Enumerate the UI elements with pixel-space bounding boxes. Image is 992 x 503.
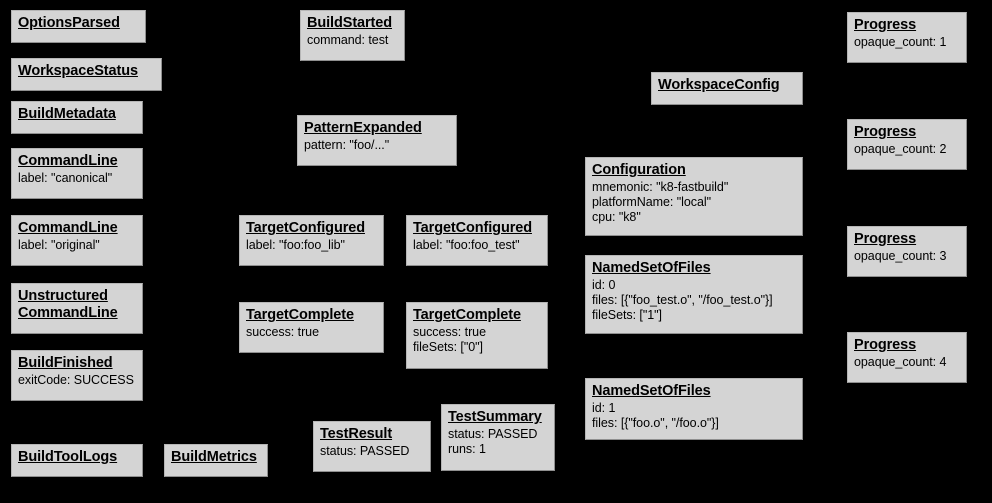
event-node-configuration[interactable]: Configuration mnemonic: "k8-fastbuild" pl… — [585, 157, 803, 236]
event-node-body: opaque_count: 3 — [854, 249, 947, 263]
event-node-title: Configuration — [592, 162, 686, 178]
event-node-title: Progress — [854, 17, 917, 33]
event-node-title: NamedSetOfFiles — [592, 383, 711, 399]
event-node-test-result[interactable]: TestResult status: PASSED — [313, 421, 431, 472]
event-node-title: TestResult — [320, 426, 393, 442]
event-node-title: NamedSetOfFiles — [592, 260, 711, 276]
event-node-title: Unstructured CommandLine — [18, 288, 118, 321]
event-node-progress-4[interactable]: Progress opaque_count: 4 — [847, 332, 967, 383]
event-node-title: TargetComplete — [413, 307, 521, 323]
event-node-title: BuildMetrics — [171, 449, 257, 465]
event-node-title: TargetComplete — [246, 307, 354, 323]
event-node-title: BuildFinished — [18, 355, 113, 371]
event-node-body: success: true fileSets: ["0"] — [413, 325, 486, 354]
event-node-title: OptionsParsed — [18, 15, 120, 31]
event-node-title: Progress — [854, 337, 917, 353]
event-node-build-metrics[interactable]: BuildMetrics — [164, 444, 268, 477]
event-node-body: opaque_count: 4 — [854, 355, 947, 369]
event-node-title: BuildStarted — [307, 15, 393, 31]
event-node-progress-1[interactable]: Progress opaque_count: 1 — [847, 12, 967, 63]
event-node-named-set-of-files-0[interactable]: NamedSetOfFiles id: 0 files: [{"foo_test.… — [585, 255, 803, 334]
event-node-build-started[interactable]: BuildStarted command: test — [300, 10, 405, 61]
event-node-command-line-original[interactable]: CommandLine label: "original" — [11, 215, 143, 266]
event-node-body: status: PASSED runs: 1 — [448, 427, 538, 456]
event-node-body: opaque_count: 1 — [854, 35, 947, 49]
event-node-title: Progress — [854, 231, 917, 247]
event-node-title: TestSummary — [448, 409, 542, 425]
event-node-title: WorkspaceConfig — [658, 77, 780, 93]
event-node-target-configured-lib[interactable]: TargetConfigured label: "foo:foo_lib" — [239, 215, 384, 266]
event-node-body: status: PASSED — [320, 444, 410, 458]
event-node-workspace-config[interactable]: WorkspaceConfig — [651, 72, 803, 105]
event-node-test-summary[interactable]: TestSummary status: PASSED runs: 1 — [441, 404, 555, 471]
event-node-build-finished[interactable]: BuildFinished exitCode: SUCCESS — [11, 350, 143, 401]
event-node-body: opaque_count: 2 — [854, 142, 947, 156]
event-node-body: success: true — [246, 325, 319, 339]
event-node-title: BuildMetadata — [18, 106, 116, 122]
event-node-workspace-status[interactable]: WorkspaceStatus — [11, 58, 162, 91]
event-node-command-line-canonical[interactable]: CommandLine label: "canonical" — [11, 148, 143, 199]
event-node-body: exitCode: SUCCESS — [18, 373, 134, 387]
event-node-title: WorkspaceStatus — [18, 63, 138, 79]
event-node-title: PatternExpanded — [304, 120, 422, 136]
event-node-title: TargetConfigured — [413, 220, 532, 236]
event-node-build-metadata[interactable]: BuildMetadata — [11, 101, 143, 134]
event-node-unstructured-command-line[interactable]: Unstructured CommandLine — [11, 283, 143, 334]
event-node-title: CommandLine — [18, 153, 118, 169]
event-node-target-configured-test[interactable]: TargetConfigured label: "foo:foo_test" — [406, 215, 548, 266]
event-node-body: id: 1 files: [{"foo.o", "/foo.o"}] — [592, 401, 719, 430]
event-node-title: BuildToolLogs — [18, 449, 118, 465]
event-node-named-set-of-files-1[interactable]: NamedSetOfFiles id: 1 files: [{"foo.o", "… — [585, 378, 803, 440]
event-node-body: label: "original" — [18, 238, 100, 252]
event-node-progress-3[interactable]: Progress opaque_count: 3 — [847, 226, 967, 277]
event-node-pattern-expanded[interactable]: PatternExpanded pattern: "foo/..." — [297, 115, 457, 166]
event-node-target-complete-lib[interactable]: TargetComplete success: true — [239, 302, 384, 353]
event-node-title: Progress — [854, 124, 917, 140]
event-node-title: CommandLine — [18, 220, 118, 236]
event-node-body: label: "foo:foo_lib" — [246, 238, 345, 252]
event-node-progress-2[interactable]: Progress opaque_count: 2 — [847, 119, 967, 170]
event-node-body: label: "canonical" — [18, 171, 113, 185]
event-node-body: command: test — [307, 33, 389, 47]
event-node-build-tool-logs[interactable]: BuildToolLogs — [11, 444, 143, 477]
event-node-title: TargetConfigured — [246, 220, 365, 236]
event-node-body: label: "foo:foo_test" — [413, 238, 520, 252]
event-node-body: mnemonic: "k8-fastbuild" platformName: "… — [592, 180, 729, 224]
event-node-body: id: 0 files: [{"foo_test.o", "/foo_test.… — [592, 278, 773, 322]
event-node-body: pattern: "foo/..." — [304, 138, 390, 152]
event-node-target-complete-test[interactable]: TargetComplete success: true fileSets: ["… — [406, 302, 548, 369]
event-node-options-parsed[interactable]: OptionsParsed — [11, 10, 146, 43]
